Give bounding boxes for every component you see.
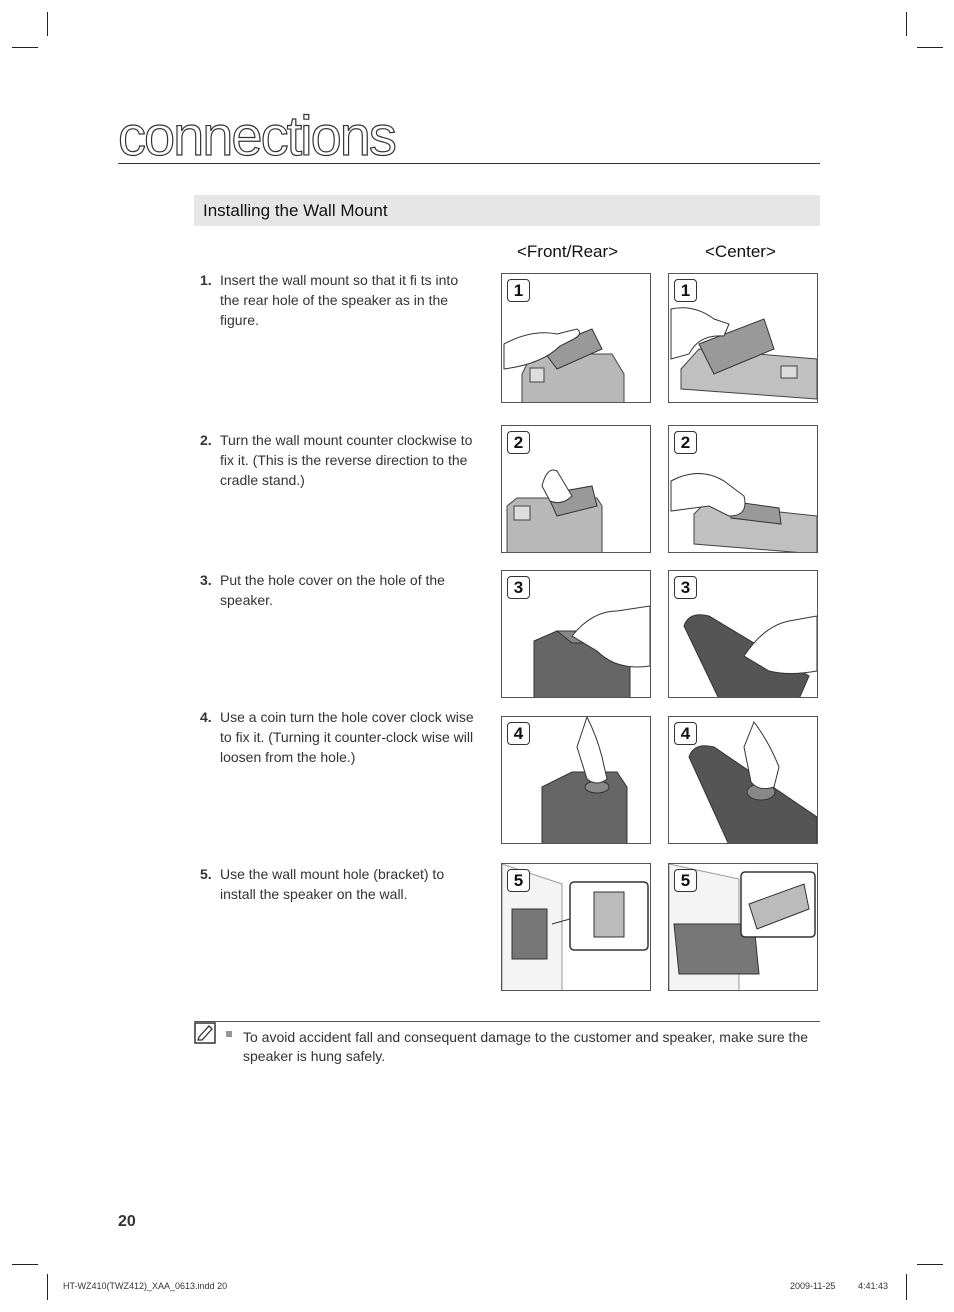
step-2: 2. Turn the wall mount counter clockwise… xyxy=(200,430,478,490)
speaker-illustration xyxy=(688,720,817,843)
step-5: 5. Use the wall mount hole (bracket) to … xyxy=(200,864,478,904)
speaker-illustration xyxy=(541,717,628,843)
crop-mark xyxy=(47,12,48,36)
step-badge: 1 xyxy=(674,279,697,302)
column-heading-center: <Center> xyxy=(705,242,776,261)
column-heading-front-rear: <Front/Rear> xyxy=(517,242,619,261)
figure-front-rear-step-2: 2 xyxy=(501,425,651,553)
section-title: Installing the Wall Mount xyxy=(203,201,388,220)
step-text: Put the hole cover on the hole of the sp… xyxy=(220,572,445,608)
step-text: Turn the wall mount counter clockwise to… xyxy=(220,432,473,488)
crop-mark xyxy=(917,1264,943,1265)
crop-mark xyxy=(906,12,907,36)
step-badge: 1 xyxy=(507,279,530,302)
step-badge: 4 xyxy=(674,722,697,745)
crop-mark xyxy=(47,1274,48,1300)
speaker-illustration xyxy=(506,469,603,552)
crop-mark xyxy=(12,47,38,48)
figure-center-step-4: 4 xyxy=(668,716,818,844)
step-badge: 4 xyxy=(507,722,530,745)
crop-mark xyxy=(917,47,943,48)
figure-center-step-5: 5 xyxy=(668,863,818,991)
note-text: To avoid accident fall and consequent da… xyxy=(243,1029,809,1064)
step-number: 1. xyxy=(200,272,212,288)
figure-center-step-2: 2 xyxy=(668,425,818,553)
step-badge: 5 xyxy=(507,869,530,892)
figure-front-rear-step-3: 3 xyxy=(501,570,651,698)
figure-front-rear-step-5: 5 xyxy=(501,863,651,991)
chapter-title: connections xyxy=(117,104,397,167)
speaker-illustration xyxy=(683,614,817,697)
footer-date: 2009-11-25 xyxy=(790,1281,836,1291)
step-3: 3. Put the hole cover on the hole of the… xyxy=(200,570,478,610)
step-badge: 3 xyxy=(674,576,697,599)
figure-front-rear-step-4: 4 xyxy=(501,716,651,844)
speaker-illustration xyxy=(670,307,817,400)
figure-center-step-3: 3 xyxy=(668,570,818,698)
speaker-illustration xyxy=(503,328,625,402)
crop-mark xyxy=(12,1264,38,1265)
wall-mount-illustration xyxy=(502,864,649,990)
step-number: 2. xyxy=(200,432,212,448)
note-bullet xyxy=(226,1031,232,1037)
note-icon xyxy=(194,1022,216,1044)
step-number: 3. xyxy=(200,572,212,588)
speaker-illustration xyxy=(533,605,650,697)
page-number: 20 xyxy=(118,1213,136,1230)
step-badge: 2 xyxy=(507,431,530,454)
section-header: Installing the Wall Mount xyxy=(194,195,820,226)
footer-file: HT-WZ410(TWZ412)_XAA_0613.indd 20 xyxy=(63,1281,228,1291)
footer-time: 4:41:43 xyxy=(858,1281,889,1291)
step-1: 1. Insert the wall mount so that it fi t… xyxy=(200,270,478,330)
chapter-rule xyxy=(118,163,820,164)
step-number: 5. xyxy=(200,866,212,882)
note-rule xyxy=(194,1021,820,1022)
step-text: Use a coin turn the hole cover clock wis… xyxy=(220,709,474,765)
step-text: Use the wall mount hole (bracket) to ins… xyxy=(220,866,445,902)
speaker-illustration xyxy=(670,473,817,552)
wall-mount-illustration xyxy=(669,864,816,990)
step-badge: 5 xyxy=(674,869,697,892)
step-text: Insert the wall mount so that it fi ts i… xyxy=(220,272,459,328)
figure-center-step-1: 1 xyxy=(668,273,818,403)
step-badge: 3 xyxy=(507,576,530,599)
figure-front-rear-step-1: 1 xyxy=(501,273,651,403)
step-badge: 2 xyxy=(674,431,697,454)
step-4: 4. Use a coin turn the hole cover clock … xyxy=(200,707,478,767)
crop-mark xyxy=(906,1274,907,1300)
step-number: 4. xyxy=(200,709,212,725)
